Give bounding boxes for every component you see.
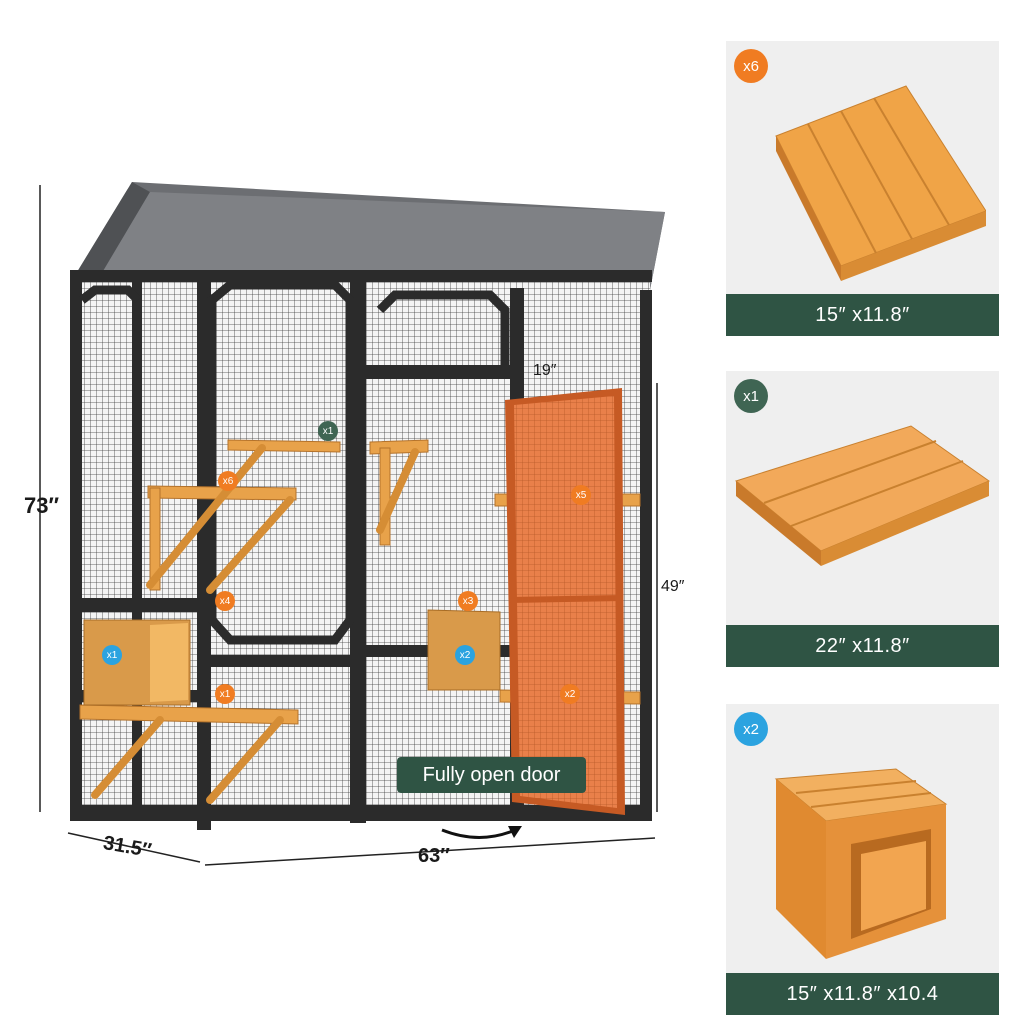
callout-badge: x1 (215, 684, 235, 704)
catio-enclosure-illustration (39, 182, 665, 866)
callout-badge: x2 (455, 645, 475, 665)
part-panel-tunnel-box: x2 15″ x11.8″ x10.4 (726, 704, 999, 1015)
quantity-badge: x2 (734, 712, 768, 746)
part-size-label: 15″ x11.8″ x10.4 (726, 973, 999, 1015)
callout-badge: x4 (215, 591, 235, 611)
callout-badge: x5 (571, 485, 591, 505)
height-dimension: 73″ (24, 493, 60, 518)
part-panel-large-platform: x6 15″ x11.8″ (726, 41, 999, 336)
quantity-badge: x6 (734, 49, 768, 83)
part-panel-long-platform: x1 22″ x11.8″ (726, 371, 999, 667)
callout-badge: x6 (218, 471, 238, 491)
callout-badge: x1 (102, 645, 122, 665)
part-size-label: 22″ x11.8″ (726, 625, 999, 667)
door-width-dimension: 19″ (533, 362, 557, 379)
door-height-dimension: 49″ (661, 578, 685, 595)
platform-large-icon (775, 85, 986, 281)
quantity-badge: x1 (734, 379, 768, 413)
fully-open-door-label: Fully open door (397, 757, 586, 793)
platform-long-icon (734, 425, 991, 566)
tunnel-box-icon (774, 768, 948, 959)
callout-badge: x1 (318, 421, 338, 441)
width-dimension: 63″ (418, 845, 450, 867)
callout-badge: x2 (560, 684, 580, 704)
callout-badge: x3 (458, 591, 478, 611)
part-size-label: 15″ x11.8″ (726, 294, 999, 336)
